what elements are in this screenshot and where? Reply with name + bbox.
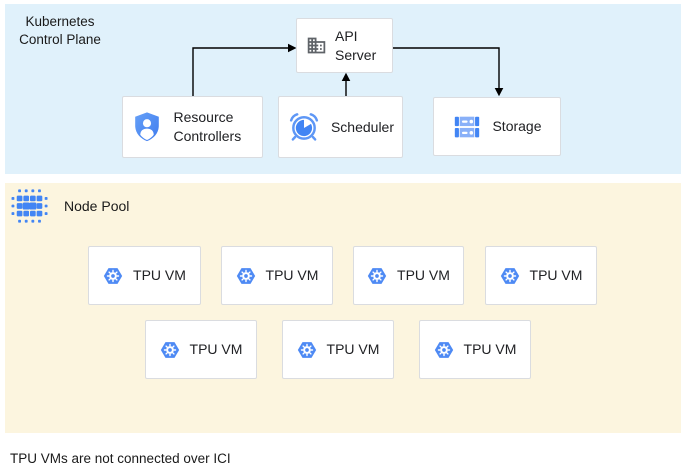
hexagon-gear-icon bbox=[434, 340, 454, 360]
tpu-vm-label: TPU VM bbox=[326, 341, 380, 357]
node-pool-label: Node Pool bbox=[64, 198, 130, 214]
node-storage: Storage bbox=[433, 97, 561, 156]
node-tpu-vm-5: TPU VM bbox=[145, 320, 257, 379]
tpu-vm-label: TPU VM bbox=[529, 267, 583, 283]
hexagon-gear-icon bbox=[160, 340, 180, 360]
dot-matrix-icon bbox=[10, 188, 50, 224]
building-icon bbox=[306, 35, 327, 56]
hexagon-gear-icon bbox=[297, 340, 317, 360]
scheduler-label: Scheduler bbox=[330, 118, 395, 135]
api-server-label: API Server bbox=[335, 27, 377, 63]
control-plane-label: Kubernetes Control Plane bbox=[19, 14, 101, 47]
node-scheduler: Scheduler bbox=[278, 96, 403, 158]
node-tpu-vm-2: TPU VM bbox=[221, 246, 333, 305]
hexagon-gear-icon bbox=[103, 266, 123, 286]
node-tpu-vm-3: TPU VM bbox=[353, 246, 464, 305]
tpu-vm-label: TPU VM bbox=[463, 341, 517, 357]
resource-controllers-label: Resource Controllers bbox=[173, 109, 242, 144]
shield-person-icon bbox=[130, 110, 164, 144]
node-pool-header: Node Pool bbox=[10, 188, 129, 224]
node-tpu-vm-7: TPU VM bbox=[419, 320, 531, 379]
storage-disks-icon bbox=[452, 112, 482, 142]
node-tpu-vm-4: TPU VM bbox=[485, 246, 597, 305]
tpu-vm-label: TPU VM bbox=[265, 267, 319, 283]
hexagon-gear-icon bbox=[367, 266, 387, 286]
tpu-vm-label: TPU VM bbox=[397, 267, 450, 283]
storage-label: Storage bbox=[492, 118, 542, 134]
alarm-clock-icon bbox=[287, 110, 321, 144]
footnote-caption: TPU VMs are not connected over ICI bbox=[10, 451, 231, 466]
node-api-server: API Server bbox=[296, 18, 393, 73]
node-resource-controllers: Resource Controllers bbox=[122, 96, 263, 158]
node-pool-region bbox=[5, 183, 681, 433]
node-tpu-vm-6: TPU VM bbox=[282, 320, 394, 379]
node-tpu-vm-1: TPU VM bbox=[88, 246, 201, 305]
tpu-vm-label: TPU VM bbox=[189, 341, 243, 357]
hexagon-gear-icon bbox=[236, 266, 256, 286]
hexagon-gear-icon bbox=[500, 266, 520, 286]
tpu-vm-label: TPU VM bbox=[133, 267, 186, 283]
